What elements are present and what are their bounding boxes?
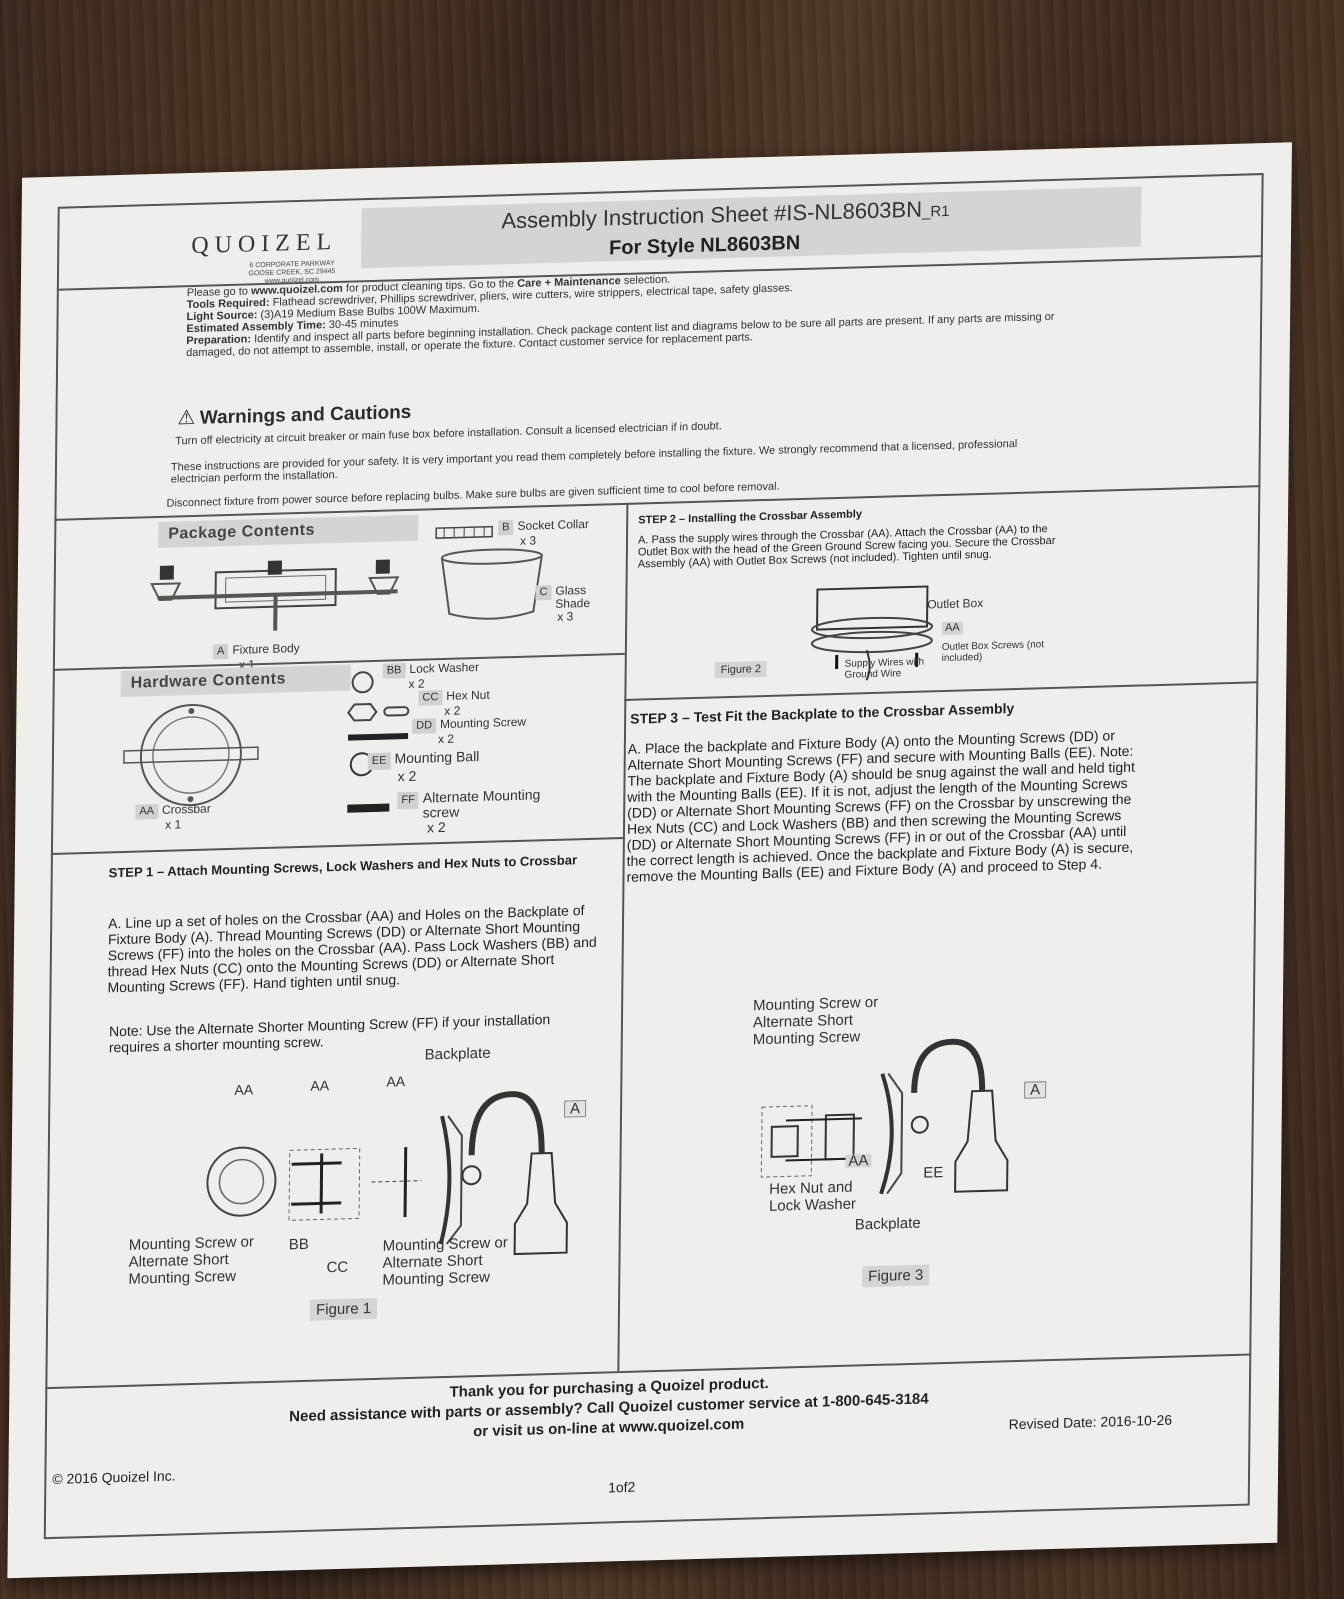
part-name: Fixture Body — [232, 641, 300, 657]
fig1-aa-label: AA — [234, 1081, 254, 1098]
brand-logo: QUOIZEL — [191, 228, 338, 260]
fig2-screws-label: Outlet Box Screws (not included) — [941, 639, 1045, 665]
sheet-title-suffix: _R1 — [921, 202, 950, 221]
glass-shade-illustration — [440, 548, 543, 620]
part-letter: AA — [135, 803, 159, 820]
instruction-sheet: QUOIZEL 6 CORPORATE PARKWAY GOOSE CREEK,… — [7, 142, 1292, 1579]
fig2-aa-label: AA — [941, 621, 963, 636]
fig2-outlet-box-label: Outlet Box — [927, 595, 984, 612]
part-name: Mounting Screw — [439, 714, 527, 732]
fig3-aa-label: AA — [845, 1152, 872, 1170]
fig3-ee-label: EE — [923, 1164, 944, 1182]
fig3-a-label: A — [1024, 1081, 1047, 1099]
figure3-caption: Figure 3 — [862, 1264, 930, 1288]
part-qty: x 1 — [165, 817, 182, 832]
part-name: Glass Shade — [555, 583, 591, 611]
fig1-aa-label-3: AA — [386, 1073, 406, 1090]
part-qty: x 2 — [408, 676, 425, 691]
fig1-screw-left-label: Mounting Screw or Alternate Short Mounti… — [128, 1233, 254, 1288]
step1-body: A. Line up a set of holes on the Crossba… — [107, 902, 597, 996]
fig1-a-label: A — [564, 1100, 587, 1118]
part-qty: x 3 — [557, 609, 574, 624]
fig2-wires-label: Supply Wires with Ground Wire — [844, 656, 925, 681]
part-letter: DD — [412, 718, 437, 734]
fig1-screw-right-label: Mounting Screw or Alternate Short Mounti… — [382, 1234, 508, 1289]
step3-body: A. Place the backplate and Fixture Body … — [626, 727, 1136, 885]
part-letter: BB — [382, 663, 406, 679]
part-letter: A — [212, 644, 229, 660]
part-letter: FF — [397, 791, 419, 810]
fig1-bb-label: BB — [288, 1235, 309, 1254]
part-letter: C — [535, 584, 552, 601]
fig1-aa-label-2: AA — [310, 1077, 330, 1094]
socket-collar-illustration — [435, 525, 493, 539]
part-letter: CC — [418, 690, 443, 706]
fig1-cc-label: CC — [326, 1258, 349, 1277]
fig1-backplate-label: Backplate — [424, 1044, 491, 1064]
figure1-diagram — [206, 1091, 568, 1256]
warnings-title: Warnings and Cautions — [199, 401, 412, 429]
fixture-body-illustration — [150, 559, 400, 631]
hex-nut-icon — [347, 703, 378, 722]
fig3-screw-label: Mounting Screw or Alternate Short Mounti… — [752, 993, 879, 1049]
crossbar-illustration — [123, 704, 259, 807]
fig3-hexnut-label: Hex Nut and Lock Washer — [768, 1178, 857, 1215]
mounting-screw-icon — [348, 732, 409, 741]
part-name: Socket Collar — [517, 516, 590, 533]
alternate-screw-icon — [347, 803, 390, 813]
fig3-backplate-label: Backplate — [854, 1214, 921, 1234]
part-qty: x 2 — [427, 818, 446, 836]
part-qty: x 2 — [437, 731, 455, 747]
lock-washer-icon — [351, 671, 374, 694]
figure3-diagram — [760, 1038, 1009, 1195]
part-letter: EE — [367, 752, 391, 771]
page-number: 1of2 — [608, 1478, 636, 1496]
figure2-caption: Figure 2 — [714, 660, 768, 679]
part-letter: B — [498, 520, 514, 536]
figure2-diagram — [810, 585, 934, 681]
part-name: Alternate Mounting screw — [422, 786, 541, 821]
part-name: Mounting Ball — [394, 747, 480, 767]
part-name: Hex Nut — [446, 687, 490, 703]
part-name: Crossbar — [161, 801, 211, 817]
warning-icon: ⚠ — [177, 406, 196, 430]
part-qty: x 2 — [397, 767, 417, 785]
part-name: Lock Washer — [409, 659, 480, 676]
figure1-caption: Figure 1 — [309, 1297, 378, 1321]
hardware-icons — [347, 671, 410, 813]
part-qty: x 3 — [519, 533, 537, 548]
